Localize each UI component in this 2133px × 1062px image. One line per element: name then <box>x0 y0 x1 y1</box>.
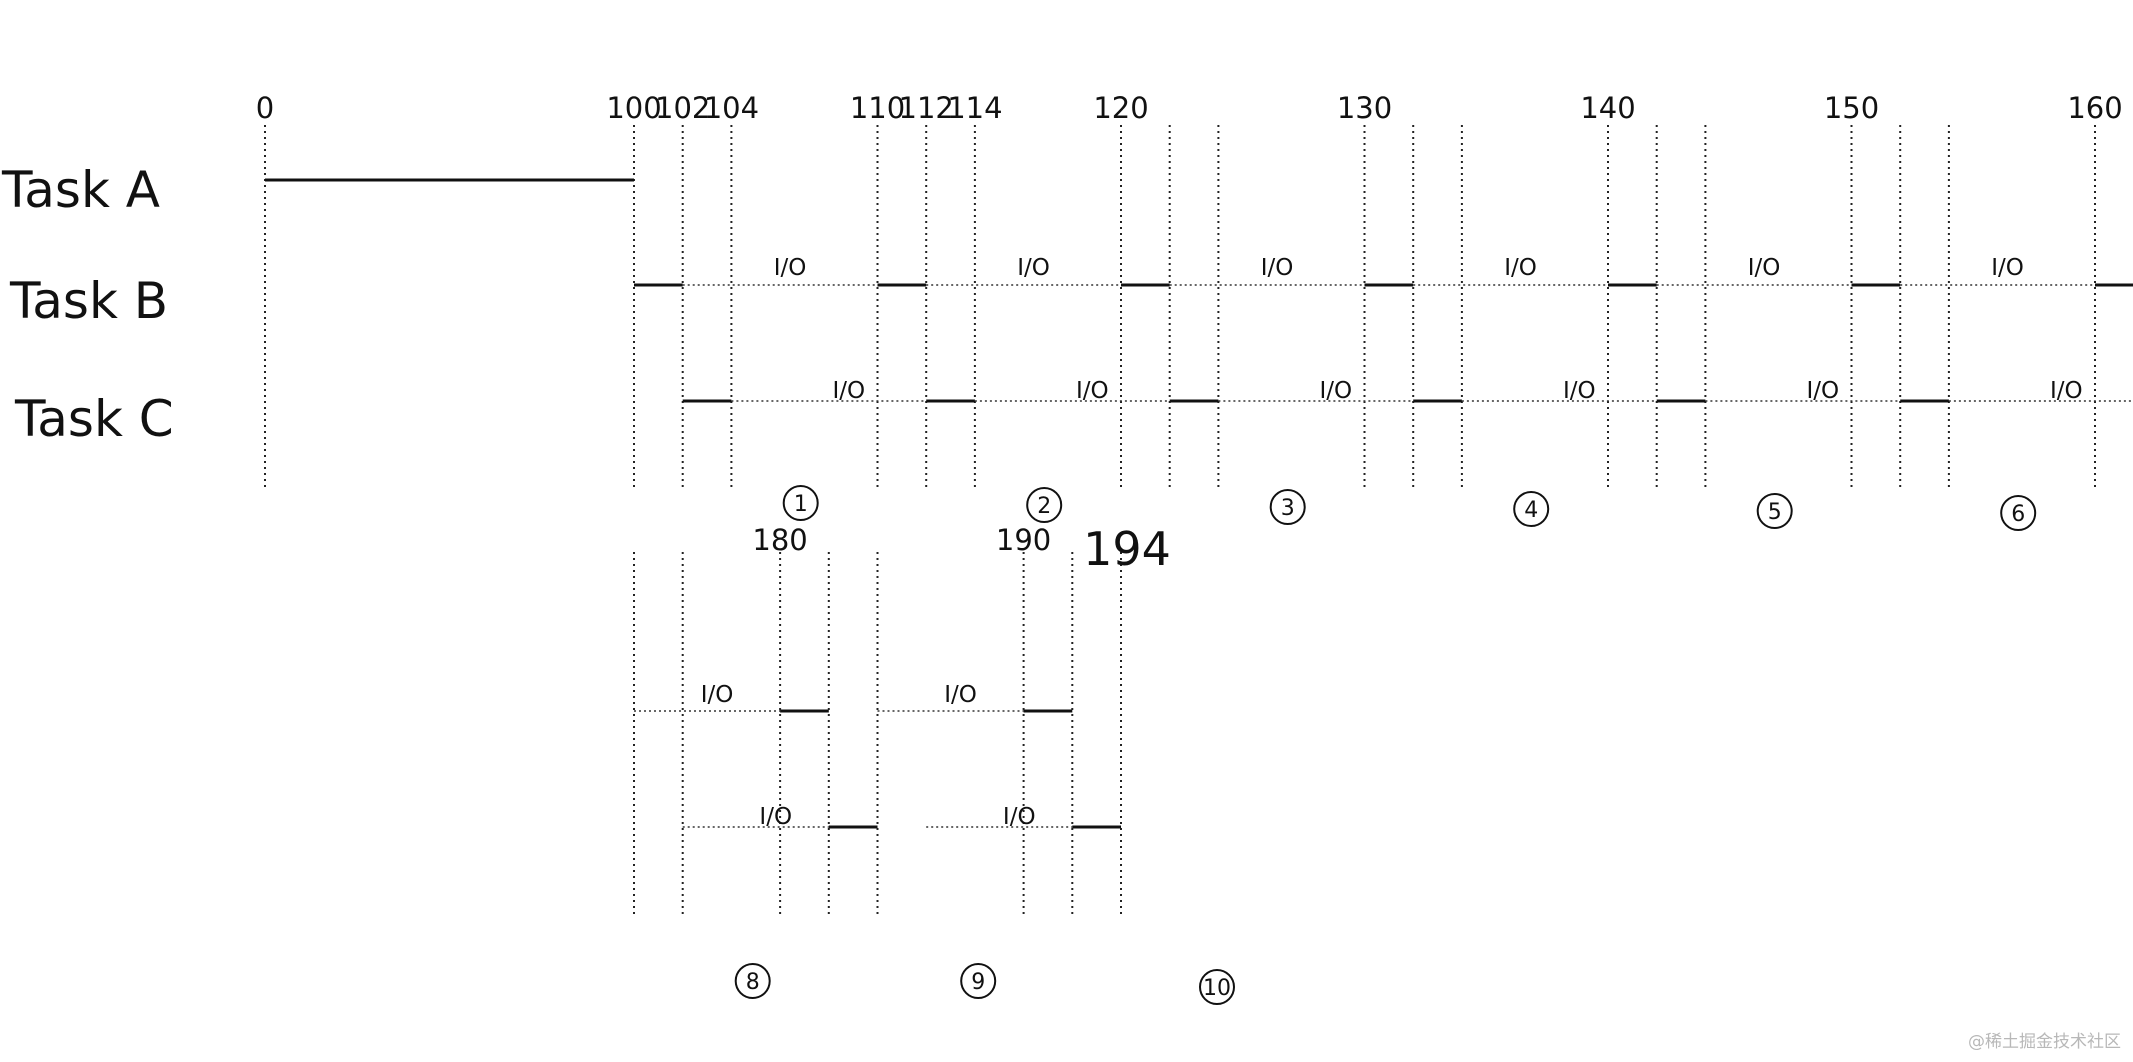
task-a-label: Task A <box>1 161 160 219</box>
tick-label: 130 <box>1337 91 1392 125</box>
tick-label: 120 <box>1093 91 1148 125</box>
task-c-label: Task C <box>14 390 174 448</box>
watermark: @稀土掘金技术社区 <box>1968 1032 2121 1052</box>
task-b-io-label: I/O <box>1261 255 1294 281</box>
task-b-io-label: I/O <box>1991 255 2024 281</box>
step-number: 1 <box>794 492 808 517</box>
tick-label: 100 <box>606 91 661 125</box>
step-number: 2 <box>1037 494 1051 519</box>
step-number: 3 <box>1281 496 1295 521</box>
task-b-io-label: I/O <box>774 255 807 281</box>
step-number-circle <box>960 963 997 999</box>
task-c-io-label: I/O <box>1563 378 1596 404</box>
tick-label: 102 <box>655 91 710 125</box>
step-number-circle <box>734 963 771 999</box>
task-b-io-label: I/O <box>701 682 734 708</box>
step-number: 4 <box>1524 498 1538 523</box>
step-number-circle <box>2000 495 2037 531</box>
tick-label: 194 <box>1083 522 1171 576</box>
task-c-io-label: I/O <box>1076 378 1109 404</box>
task-c-io-label: I/O <box>1319 378 1352 404</box>
tick-label: 104 <box>704 91 759 125</box>
timeline-row-2: I/O I/O I/O I/O 180 190 194 8 9 10 <box>633 522 1235 1005</box>
task-labels: Task A Task B Task C <box>1 161 174 448</box>
task-c-io-label: I/O <box>2050 378 2083 404</box>
step-number: 9 <box>971 970 985 995</box>
tick-label: 180 <box>752 523 807 557</box>
task-c-io-label: I/O <box>832 378 865 404</box>
task-b-io-label: I/O <box>1748 255 1781 281</box>
task-c-io-label: I/O <box>1003 804 1036 830</box>
tick-label: 110 <box>850 91 905 125</box>
step-number-circle <box>1756 493 1793 529</box>
timeline-row-1: I/OI/OI/OI/OI/OI/OI/OI/OI/OI/OI/OI/OI/OI… <box>256 91 2133 531</box>
task-c-io-label: I/O <box>759 804 792 830</box>
tick-label: 112 <box>899 91 954 125</box>
tick-label: 0 <box>256 91 274 125</box>
tick-label: 160 <box>2067 91 2122 125</box>
task-b-label: Task B <box>9 272 168 330</box>
task-c-io-label: I/O <box>1806 378 1839 404</box>
step-number: 8 <box>746 970 760 995</box>
tick-label: 114 <box>947 91 1002 125</box>
tick-label: 190 <box>996 523 1051 557</box>
task-b-io-label: I/O <box>1017 255 1050 281</box>
task-b-io-label: I/O <box>1504 255 1537 281</box>
task-b-io-label: I/O <box>944 682 977 708</box>
step-number: 10 <box>1203 976 1231 1001</box>
step-number: 5 <box>1768 500 1782 525</box>
step-number-circle <box>782 485 819 521</box>
step-number: 6 <box>2011 502 2025 527</box>
step-number-circle <box>1513 491 1550 527</box>
step-number-circle <box>1026 487 1063 523</box>
tick-label: 150 <box>1824 91 1879 125</box>
tick-label: 140 <box>1580 91 1635 125</box>
step-number-circle <box>1269 489 1306 525</box>
step-number-circle <box>1199 969 1235 1005</box>
